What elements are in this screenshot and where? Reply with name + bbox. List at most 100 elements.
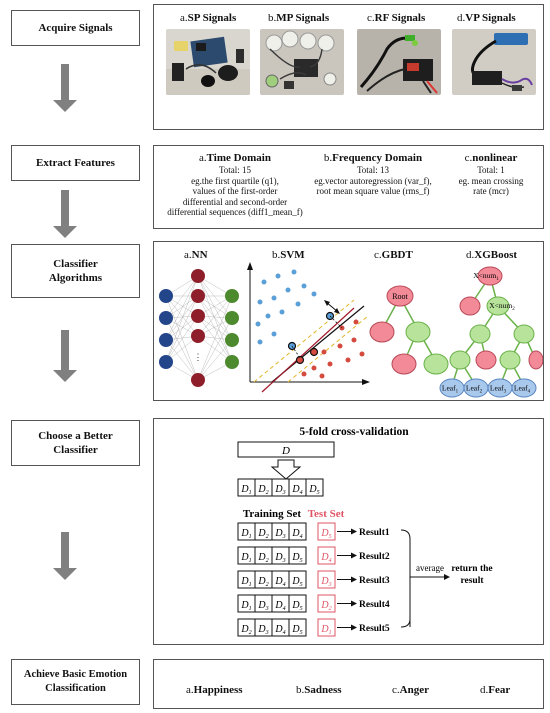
arrow-right-icon — [351, 600, 357, 607]
signal-label-mp: b.MP Signals — [268, 12, 330, 24]
feature-desc: differential sequences (diff1_mean_f) — [167, 207, 303, 217]
cv-result-label: Result2 — [359, 552, 390, 562]
xgb-node2-label: X<num2 — [489, 301, 515, 312]
feature-desc: eg.vector autoregression (var_f), — [314, 175, 432, 186]
emotion-anger: c.Anger — [392, 684, 429, 696]
step-classifier-algorithms: Classifier Algorithms — [11, 244, 140, 298]
xgb-leaf-label: Leaf4 — [514, 384, 531, 395]
cv-train-fold-label: D1 — [240, 600, 251, 612]
cv-test-set-label: Test Set — [308, 508, 345, 520]
gbdt-tree: Root — [369, 285, 449, 375]
feature-desc: values of the first-order — [192, 186, 278, 196]
signal-label-sp: a.SP Signals — [180, 12, 237, 24]
cv-training-set-label: Training Set — [243, 508, 302, 520]
xgb-leaf-label: Leaf1 — [442, 384, 459, 395]
arrow-right-icon — [351, 624, 357, 631]
cv-train-fold-label: D3 — [257, 600, 268, 612]
cv-test-fold-label: D2 — [320, 600, 331, 612]
nn-output-layer — [225, 289, 239, 369]
rf-signal-device-image — [357, 29, 441, 95]
arrow-right-icon — [351, 552, 357, 559]
cv-train-fold-label: D2 — [257, 552, 268, 564]
cv-train-fold-label: D2 — [257, 528, 268, 540]
cv-return-label: result — [460, 576, 484, 586]
emotion-fear: d.Fear — [480, 684, 511, 696]
cv-result-label: Result5 — [359, 624, 390, 634]
step-acquire-signals: Acquire Signals — [11, 10, 140, 46]
nn-connections — [165, 275, 233, 381]
feature-total: Total: 15 — [218, 165, 252, 175]
arrow-right-icon — [351, 528, 357, 535]
cv-train-fold-label: D3 — [257, 624, 268, 636]
cv-train-fold-label: D1 — [240, 576, 251, 588]
cv-train-fold-label: D4 — [274, 576, 285, 588]
down-arrow-icon — [53, 190, 77, 238]
cv-test-fold-cell — [317, 522, 336, 541]
cv-train-fold-cell — [288, 570, 307, 589]
svg-text:D1: D1 — [240, 484, 251, 496]
svg-text:D3: D3 — [274, 484, 285, 496]
step-choose-classifier: Choose a Better Classifier — [11, 420, 140, 466]
cv-result-label: Result4 — [359, 600, 390, 610]
xgb-leaf-label: Leaf3 — [490, 384, 507, 395]
cv-test-fold-cell — [317, 618, 336, 637]
feature-desc: eg. mean crossing — [458, 175, 524, 186]
cv-train-fold-cell — [288, 618, 307, 637]
step-extract-features: Extract Features — [11, 145, 140, 181]
signal-label-vp: d.VP Signals — [457, 12, 516, 24]
feature-nonlinear: c.nonlinear Total: 1 eg. mean crossing r… — [444, 152, 538, 197]
feature-time-domain: a.Time Domain Total: 15 eg.the first qua… — [160, 152, 310, 218]
svm-diagram — [247, 262, 370, 393]
svg-text:D5: D5 — [308, 484, 319, 496]
cv-split-arrow-icon — [270, 459, 302, 480]
cv-train-fold-label: D4 — [291, 528, 302, 540]
cv-result-label: Result1 — [359, 528, 390, 538]
cv-dataset-label: D — [281, 445, 290, 457]
emotions-panel: a.Happiness b.Sadness c.Anger d.Fear — [153, 659, 544, 709]
gbdt-root-label: Root — [392, 292, 408, 301]
classifier-label-gbdt: c.GBDT — [374, 249, 413, 261]
cv-train-fold-label: D5 — [291, 624, 302, 636]
cv-train-fold-label: D3 — [274, 528, 285, 540]
svm-support-vectors — [287, 311, 335, 365]
arrow-right-icon — [351, 576, 357, 583]
xgb-leaf-label: Leaf2 — [466, 384, 483, 395]
xgboost-tree: X<num1 X<num2 Leaf1 Leaf2 Leaf3 — [439, 266, 543, 398]
cv-train-fold-cell — [288, 546, 307, 565]
cv-fold-row: D1 D2 D3 D4 D5 — [237, 478, 324, 497]
emotion-happiness: a.Happiness — [186, 684, 243, 696]
svg-text:D4: D4 — [291, 484, 302, 496]
cv-test-fold-label: D3 — [320, 576, 331, 588]
emotion-sadness: b.Sadness — [296, 684, 342, 696]
svm-class-a — [255, 269, 317, 345]
sp-signal-device-image — [166, 29, 250, 95]
feature-total: Total: 13 — [356, 165, 390, 175]
feature-desc: eg.the first quartile (q1), — [191, 175, 279, 186]
classifier-label-xgboost: d.XGBoost — [466, 249, 518, 261]
cv-result-label: Result3 — [359, 576, 390, 586]
neural-network-diagram: ⋮ — [159, 269, 239, 387]
nn-ellipsis: ⋮ — [194, 352, 203, 362]
down-arrow-icon — [53, 330, 77, 382]
cv-train-fold-label: D5 — [291, 600, 302, 612]
cv-test-fold-label: D5 — [320, 528, 331, 540]
cv-test-fold-label: D1 — [320, 624, 331, 636]
step-emotion-classification: Achieve Basic Emotion Classification — [11, 659, 140, 705]
cv-train-fold-cell — [288, 522, 307, 541]
vp-signal-device-image — [452, 29, 536, 95]
cv-train-fold-label: D1 — [240, 552, 251, 564]
cv-train-fold-label: D5 — [291, 576, 302, 588]
cv-dataset-box — [237, 441, 335, 458]
cv-train-fold-label: D2 — [257, 576, 268, 588]
cv-train-fold-label: D2 — [240, 624, 251, 636]
xgb-node1-label: X<num1 — [473, 271, 499, 282]
feature-total: Total: 1 — [477, 165, 505, 175]
feature-desc: root mean square value (rms_f) — [316, 186, 430, 196]
cv-train-fold-label: D4 — [274, 624, 285, 636]
down-arrow-icon — [53, 64, 77, 112]
cv-train-fold-label: D4 — [274, 600, 285, 612]
cv-test-fold-cell — [317, 546, 336, 565]
mp-signal-device-image — [260, 29, 344, 95]
